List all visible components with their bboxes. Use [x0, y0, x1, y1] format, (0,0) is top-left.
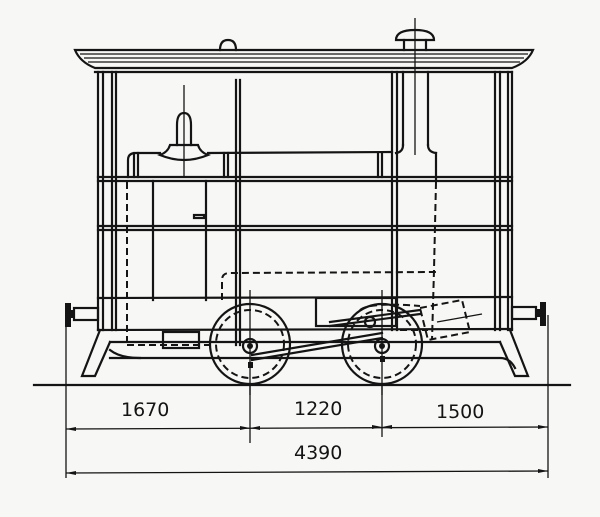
dimension-front-overhang: 1670 — [121, 399, 169, 421]
left-buffer — [65, 303, 100, 327]
body-pillars — [96, 70, 514, 347]
connecting-rods — [248, 308, 422, 368]
dimension-wheelbase: 1220 — [294, 398, 342, 420]
roof — [73, 38, 535, 74]
dimension-lines — [65, 315, 549, 478]
chimney — [394, 18, 438, 155]
dimension-rear-overhang: 1500 — [436, 401, 484, 423]
chassis — [80, 295, 530, 378]
dimension-overall-length: 4390 — [294, 442, 342, 464]
body-rails — [96, 175, 514, 232]
roof-vent-icon — [218, 38, 238, 52]
front-wheel — [208, 290, 292, 395]
right-buffer — [510, 302, 546, 326]
boiler — [126, 85, 438, 346]
